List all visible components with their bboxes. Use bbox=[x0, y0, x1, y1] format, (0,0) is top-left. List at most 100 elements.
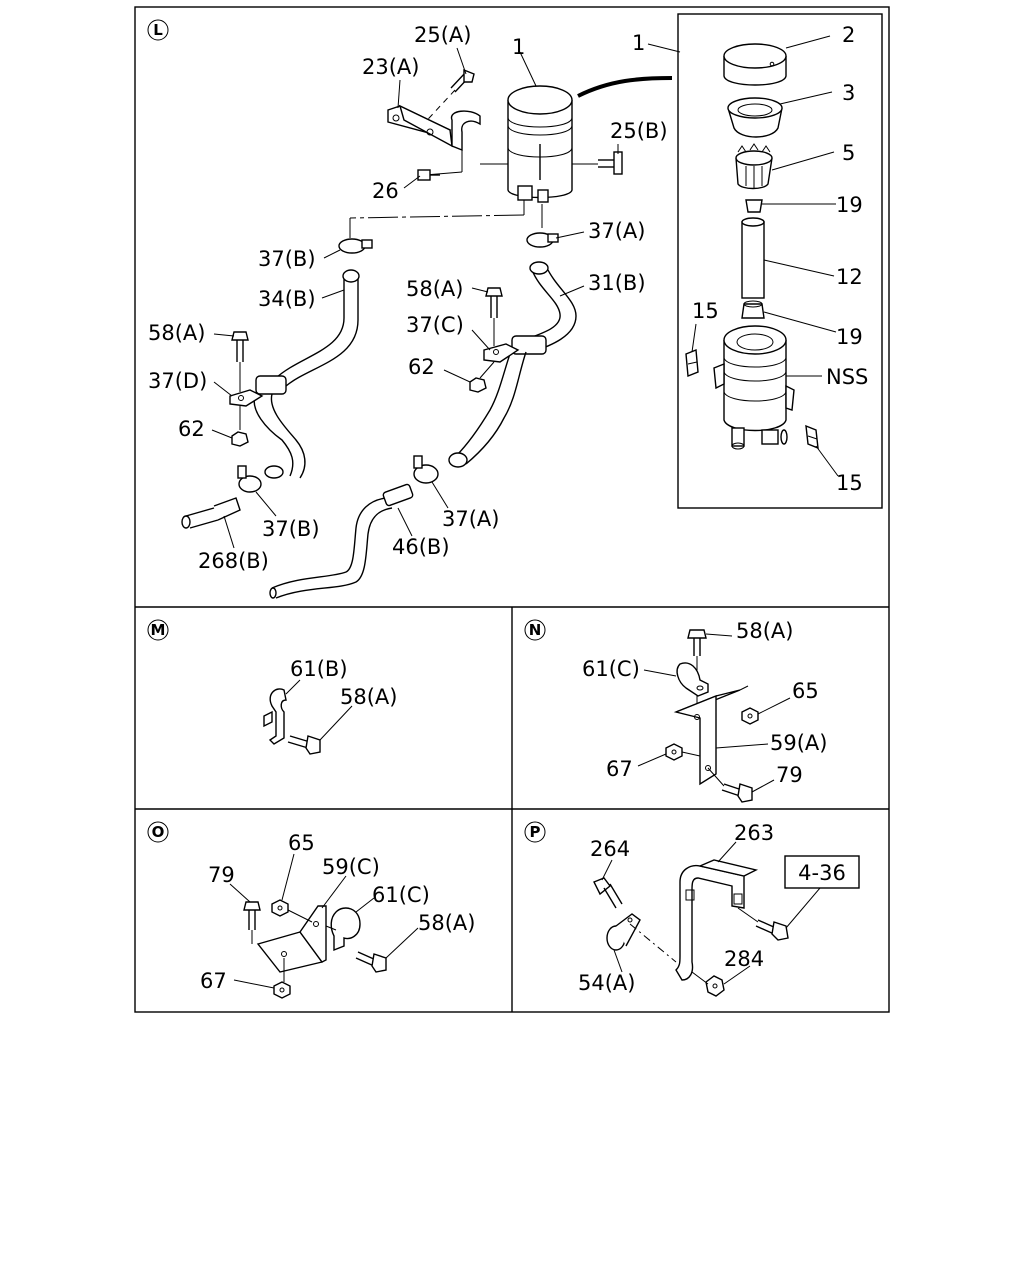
bolt-25b-icon bbox=[598, 151, 623, 175]
clip-61c-o-icon bbox=[330, 907, 361, 952]
label-46b: 46(B) bbox=[392, 535, 450, 559]
label-25a: 25(A) bbox=[414, 23, 471, 47]
inset-reservoir-frame bbox=[677, 13, 883, 509]
panel-letter-p: P bbox=[530, 823, 541, 841]
bracket-37d-icon bbox=[229, 389, 264, 407]
bolt-58a-m-icon bbox=[287, 735, 321, 755]
label-23a: 23(A) bbox=[362, 55, 419, 79]
label-34b: 34(B) bbox=[258, 287, 316, 311]
panel-letter-m: M bbox=[151, 621, 166, 639]
label-1-reservoir: 1 bbox=[512, 35, 525, 59]
bolt-25a-icon bbox=[450, 68, 475, 93]
panel-m: M 61(B) 58(A) bbox=[147, 619, 397, 755]
label-ref-4-36: 4-36 bbox=[798, 861, 846, 885]
bracket-23a-icon bbox=[387, 104, 481, 152]
label-15-right: 15 bbox=[836, 471, 863, 495]
clamp-37a-top-icon bbox=[526, 232, 559, 248]
cap-2-icon bbox=[723, 43, 787, 86]
label-54a: 54(A) bbox=[578, 971, 635, 995]
label-58a-n: 58(A) bbox=[736, 619, 793, 643]
label-79-n: 79 bbox=[776, 763, 803, 787]
panel-o: O bbox=[147, 821, 475, 999]
nut-284-icon bbox=[705, 975, 725, 997]
clip-61c-n-icon bbox=[676, 662, 709, 697]
bolt-58a-left-icon bbox=[231, 331, 249, 362]
label-31b: 31(B) bbox=[588, 271, 646, 295]
bolt-79-o-icon bbox=[243, 901, 261, 930]
nut-65-o-icon bbox=[271, 899, 289, 917]
nut-62-left-icon bbox=[231, 431, 249, 447]
label-19-top: 19 bbox=[836, 193, 863, 217]
tube-12-icon bbox=[741, 217, 765, 299]
hose-34b-icon bbox=[253, 269, 360, 479]
label-62-mid: 62 bbox=[408, 355, 435, 379]
filter-5-icon bbox=[735, 143, 773, 190]
label-2: 2 bbox=[842, 23, 855, 47]
label-58a-left: 58(A) bbox=[148, 321, 205, 345]
hose-31b-icon bbox=[448, 261, 577, 468]
bracket-59a-icon bbox=[673, 685, 749, 786]
nut-67-n-icon bbox=[665, 743, 683, 761]
leaders-l bbox=[211, 35, 839, 549]
clamp-37a-lower-icon bbox=[413, 455, 439, 484]
label-65-o: 65 bbox=[288, 831, 315, 855]
label-61c-n: 61(C) bbox=[582, 657, 640, 681]
nut-62-mid-icon bbox=[469, 377, 487, 393]
label-26: 26 bbox=[372, 179, 399, 203]
reservoir-1-icon bbox=[507, 85, 573, 203]
bolt-ref-icon bbox=[755, 919, 789, 941]
label-5: 5 bbox=[842, 141, 855, 165]
label-263: 263 bbox=[734, 821, 774, 845]
label-37b-top: 37(B) bbox=[258, 247, 316, 271]
bracket-59c-icon bbox=[256, 905, 327, 973]
label-37c: 37(C) bbox=[406, 313, 464, 337]
label-nss: NSS bbox=[826, 365, 868, 389]
labels-l: 25(A) 23(A) 1 1 2 3 5 19 12 19 15 NSS 15… bbox=[148, 23, 868, 573]
label-62-left: 62 bbox=[178, 417, 205, 441]
label-37a-top: 37(A) bbox=[588, 219, 645, 243]
label-65-n: 65 bbox=[792, 679, 819, 703]
bracket-37c-icon bbox=[483, 343, 520, 363]
label-264: 264 bbox=[590, 837, 630, 861]
nut-65-n-icon bbox=[741, 707, 759, 725]
label-19-bottom: 19 bbox=[836, 325, 863, 349]
label-37b-lower: 37(B) bbox=[262, 517, 320, 541]
frames bbox=[134, 6, 890, 1013]
label-59c: 59(C) bbox=[322, 855, 380, 879]
panel-n: N bbox=[524, 619, 827, 803]
label-12: 12 bbox=[836, 265, 863, 289]
bracket-263-icon bbox=[675, 859, 759, 981]
reservoir-body-icon bbox=[713, 325, 795, 450]
label-268b: 268(B) bbox=[198, 549, 269, 573]
clamp-37b-top-icon bbox=[338, 238, 373, 254]
label-59a: 59(A) bbox=[770, 731, 827, 755]
label-284: 284 bbox=[724, 947, 764, 971]
panel-letter-n: N bbox=[529, 621, 542, 639]
bolt-58a-n-icon bbox=[687, 629, 707, 656]
nut-67-o-icon bbox=[273, 981, 291, 999]
label-15-left: 15 bbox=[692, 299, 719, 323]
bolt-26-icon bbox=[417, 169, 440, 181]
bolt-79-n-icon bbox=[721, 783, 753, 803]
grommet-19-top-icon bbox=[745, 199, 763, 213]
clip-15-left-icon bbox=[685, 349, 699, 377]
grommet-19-bottom-icon bbox=[741, 300, 765, 319]
label-58a-mid: 58(A) bbox=[406, 277, 463, 301]
label-3: 3 bbox=[842, 81, 855, 105]
panel-l: L bbox=[147, 19, 819, 599]
label-37d: 37(D) bbox=[148, 369, 207, 393]
seal-3-icon bbox=[727, 97, 783, 138]
clip-15-right-icon bbox=[805, 424, 819, 450]
label-37a-lower: 37(A) bbox=[442, 507, 499, 531]
ref-box bbox=[784, 855, 860, 889]
bolt-58a-mid-icon bbox=[485, 287, 503, 318]
label-1-inset: 1 bbox=[632, 31, 645, 55]
panel-p: P bbox=[524, 821, 860, 997]
label-25b: 25(B) bbox=[610, 119, 668, 143]
label-79-o: 79 bbox=[208, 863, 235, 887]
panel-letter-l: L bbox=[153, 21, 163, 39]
panel-letter-o: O bbox=[152, 823, 165, 841]
clip-61b-icon bbox=[263, 688, 287, 745]
clamp-54a-icon bbox=[606, 913, 641, 951]
